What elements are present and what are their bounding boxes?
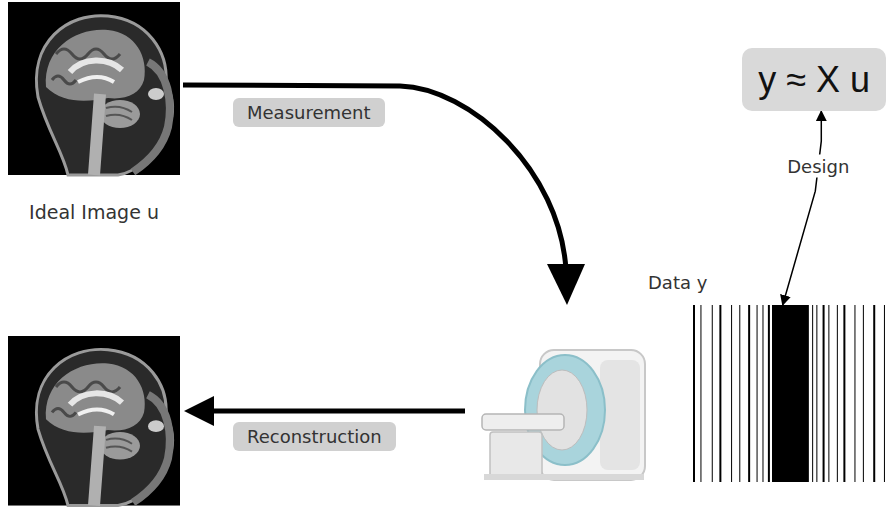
barcode-line — [884, 305, 885, 482]
arrow-head — [184, 396, 214, 426]
reconstruction-arrow — [205, 409, 465, 414]
arrow-label: Measurement — [233, 98, 385, 127]
barcode-line — [816, 305, 817, 482]
data-barcode — [693, 305, 885, 482]
image-caption: Ideal Image u — [8, 201, 180, 223]
barcode-line — [768, 305, 770, 482]
barcode-line — [693, 305, 695, 482]
equation-box: y ≈ X u — [742, 48, 886, 111]
barcode-line — [739, 305, 740, 482]
barcode-line — [837, 305, 838, 482]
arrow-label: Reconstruction — [233, 422, 396, 451]
data-barcode-frame: Data y — [693, 305, 888, 482]
scanner-side — [600, 360, 640, 470]
design-connector — [783, 111, 822, 305]
reconstructed-image — [8, 336, 180, 506]
barcode-line — [762, 305, 763, 482]
barcode-line — [731, 305, 732, 482]
equation-text: y ≈ X u — [758, 58, 870, 101]
barcode-line — [748, 305, 750, 482]
barcode-line — [700, 305, 701, 482]
barcode-line — [854, 305, 855, 482]
patient-table — [482, 414, 564, 430]
image-frame: Ideal Image u — [8, 2, 180, 223]
mri-scanner — [482, 350, 645, 480]
table-base — [490, 432, 542, 478]
barcode-line — [823, 305, 825, 482]
barcode-block — [772, 305, 808, 482]
ideal-image — [8, 2, 180, 175]
data-label: Data y — [648, 272, 707, 293]
barcode-line — [757, 305, 758, 482]
arrow-head — [547, 264, 585, 305]
barcode-line — [828, 305, 829, 482]
barcode-line — [873, 305, 875, 482]
barcode-line — [863, 305, 864, 482]
barcode-line — [712, 305, 713, 482]
barcode-line — [719, 305, 721, 482]
scanner-floor — [484, 474, 644, 480]
edge-label: Design — [783, 155, 853, 178]
barcode-line — [812, 305, 813, 482]
scanner-bore — [537, 370, 587, 450]
barcode-line — [843, 305, 845, 482]
measurement-arrow — [183, 85, 566, 270]
